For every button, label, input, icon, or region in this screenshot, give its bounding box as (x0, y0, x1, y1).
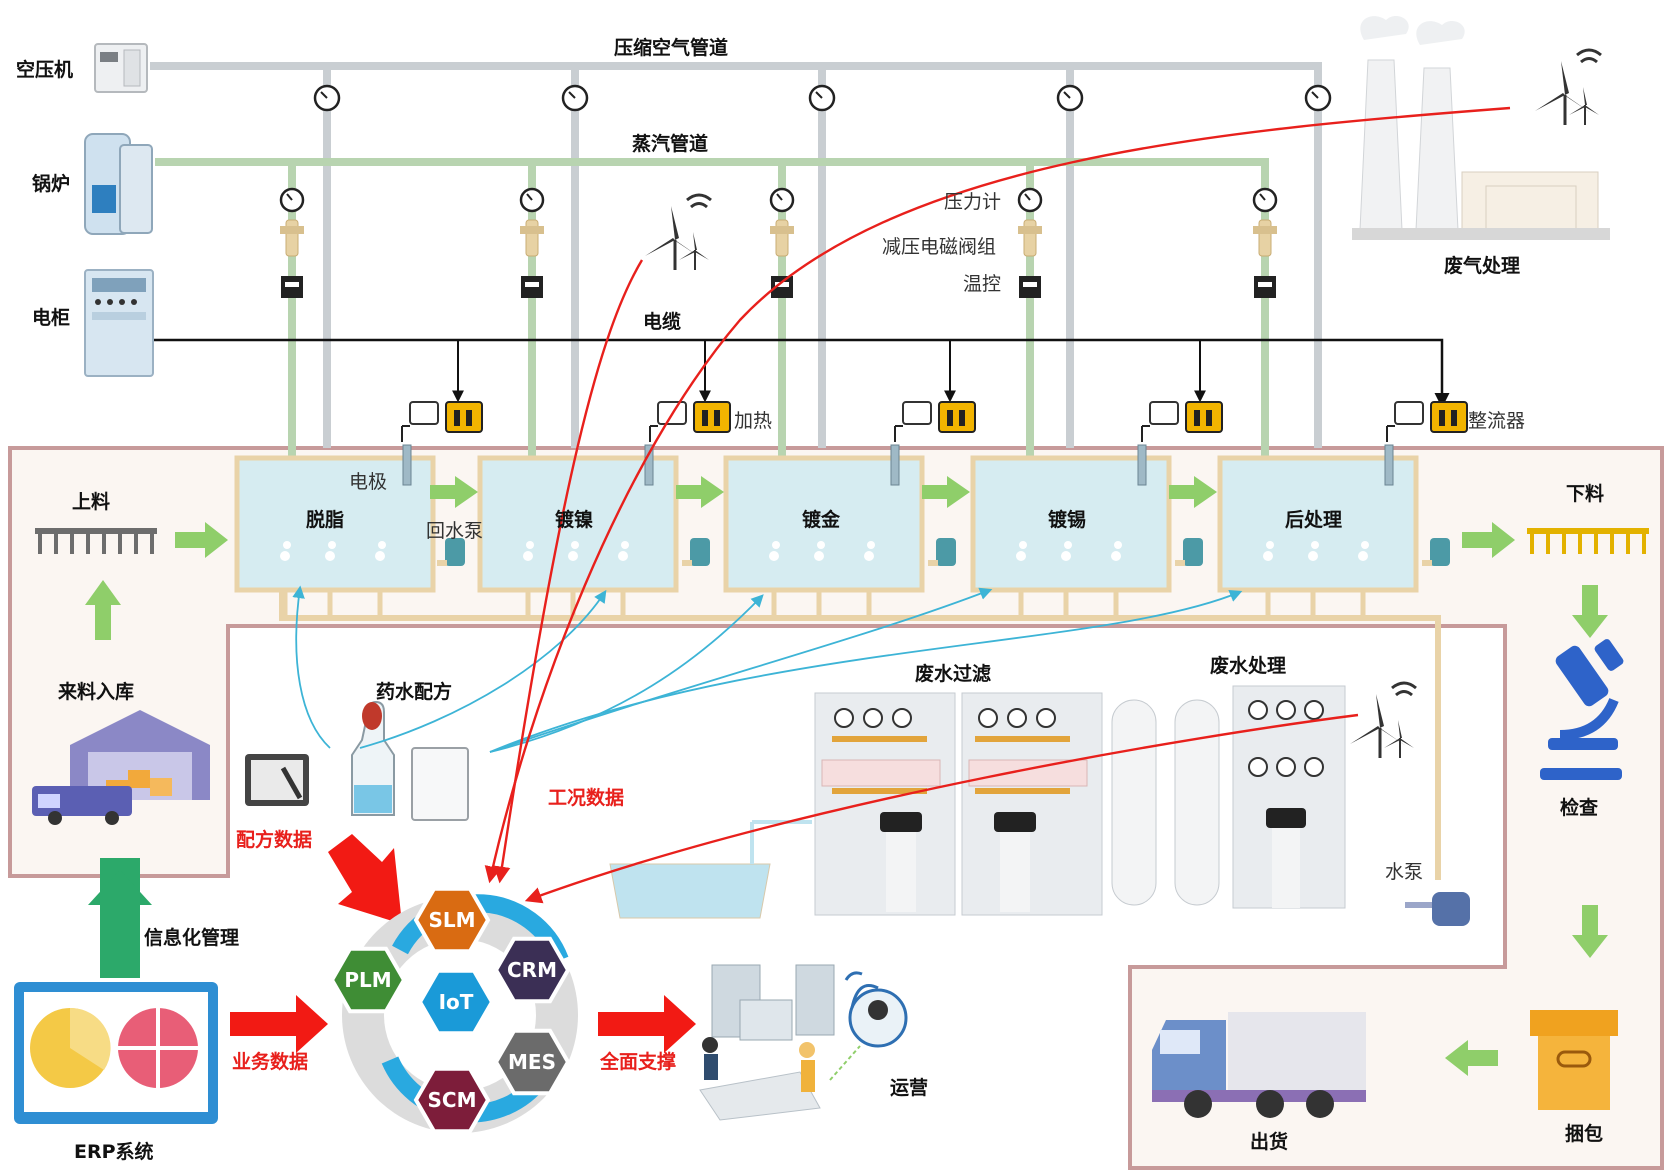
erp-monitor-icon (14, 858, 218, 1124)
compressed-air-pipe (150, 66, 1318, 448)
wastewater-equipment (610, 686, 1470, 926)
label-tank-4: 镀锡 (1048, 508, 1086, 531)
steam-branch-assemblies (280, 189, 1277, 298)
label-unloading: 下料 (1566, 482, 1604, 505)
module-label-crm: CRM (507, 958, 557, 982)
label-cable: 电缆 (643, 310, 681, 333)
label-valve-group: 减压电磁阀组 (882, 236, 996, 258)
rectifier-units (402, 402, 1467, 442)
label-condition-data: 工况数据 (548, 786, 624, 809)
label-air-compressor: 空压机 (16, 58, 73, 81)
label-shipping: 出货 (1250, 1130, 1288, 1153)
module-label-iot: IoT (439, 990, 474, 1014)
label-formula-data: 配方数据 (236, 828, 312, 851)
label-incoming-storage: 来料入库 (58, 680, 134, 703)
module-label-scm: SCM (428, 1088, 477, 1112)
formula-tablet-icon (245, 754, 309, 806)
label-it-management: 信息化管理 (144, 926, 239, 949)
label-boiler: 锅炉 (32, 172, 70, 195)
label-tank-1: 脱脂 (306, 508, 344, 531)
label-electrode: 电极 (349, 471, 387, 493)
label-wastewater-treatment: 废水处理 (1210, 654, 1286, 677)
label-tank-3: 镀金 (802, 508, 841, 531)
label-inspection: 检查 (1560, 796, 1599, 819)
label-tank-2: 镀镍 (555, 508, 593, 531)
label-return-pump: 回水泵 (426, 520, 483, 542)
label-erp: ERP系统 (74, 1140, 154, 1163)
label-pressure-gauge: 压力计 (944, 191, 1001, 213)
label-temp-control: 温控 (963, 273, 1001, 295)
label-rectifier: 整流器 (1468, 410, 1525, 432)
label-business-data: 业务数据 (232, 1050, 308, 1073)
boiler-icon (85, 134, 152, 234)
label-operations: 运营 (890, 1076, 928, 1099)
label-wastewater-filtration: 废水过滤 (915, 662, 991, 685)
air-gauges (315, 86, 1330, 110)
module-label-slm: SLM (428, 908, 475, 932)
label-packing: 捆包 (1565, 1122, 1603, 1145)
label-full-support: 全面支撑 (599, 1050, 676, 1073)
label-heating: 加热 (734, 410, 772, 432)
label-electric-cabinet: 电柜 (32, 306, 70, 329)
cable-line (150, 340, 1442, 405)
module-label-mes: MES (508, 1050, 556, 1074)
label-compressed-air-pipe: 压缩空气管道 (614, 36, 728, 59)
exhaust-treatment-icon (1352, 16, 1610, 240)
beaker-icon (412, 748, 468, 820)
dropper-bottle-icon (352, 702, 394, 815)
wind-iot-icon-middle (645, 195, 711, 270)
module-label-plm: PLM (344, 968, 391, 992)
package-box-icon (1530, 1010, 1618, 1110)
air-compressor-icon (95, 44, 147, 92)
wind-iot-icon-wastewater (1350, 683, 1416, 758)
electric-cabinet-icon (85, 270, 153, 376)
label-loading: 上料 (72, 490, 110, 513)
label-exhaust-treatment: 废气处理 (1444, 254, 1520, 277)
label-water-pump: 水泵 (1385, 861, 1423, 883)
label-formula: 药水配方 (376, 680, 452, 703)
wind-iot-icon-top (1535, 50, 1601, 125)
label-steam-pipe: 蒸汽管道 (632, 132, 708, 155)
label-tank-5: 后处理 (1285, 508, 1342, 531)
operations-icon (700, 965, 906, 1120)
